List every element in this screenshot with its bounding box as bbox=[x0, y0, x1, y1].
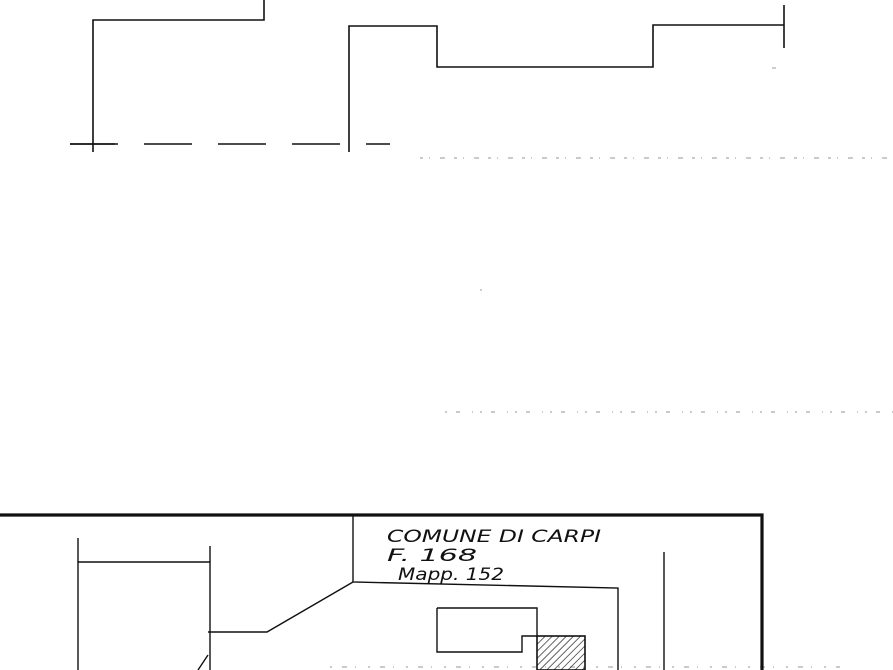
hatched-unit bbox=[536, 635, 586, 670]
small-building bbox=[436, 607, 538, 653]
annotation-box-border bbox=[352, 515, 619, 670]
annotation-line-3: Mapp. 152 bbox=[398, 565, 504, 585]
site-plan bbox=[0, 513, 764, 670]
left-building bbox=[77, 561, 211, 670]
annotation: COMUNE DI CARPI F. 168 Mapp. 152 bbox=[387, 527, 601, 585]
lot-boundary bbox=[208, 581, 354, 633]
scan-noise bbox=[330, 67, 893, 668]
annotation-line-2: F. 168 bbox=[387, 546, 477, 566]
lot-edge-lower bbox=[197, 654, 209, 670]
upper-left-wall bbox=[92, 0, 265, 152]
upper-outline bbox=[70, 0, 785, 152]
annotation-line-1: COMUNE DI CARPI bbox=[387, 527, 601, 547]
upper-right-profile bbox=[348, 24, 784, 152]
site-plan-frame bbox=[0, 513, 764, 670]
